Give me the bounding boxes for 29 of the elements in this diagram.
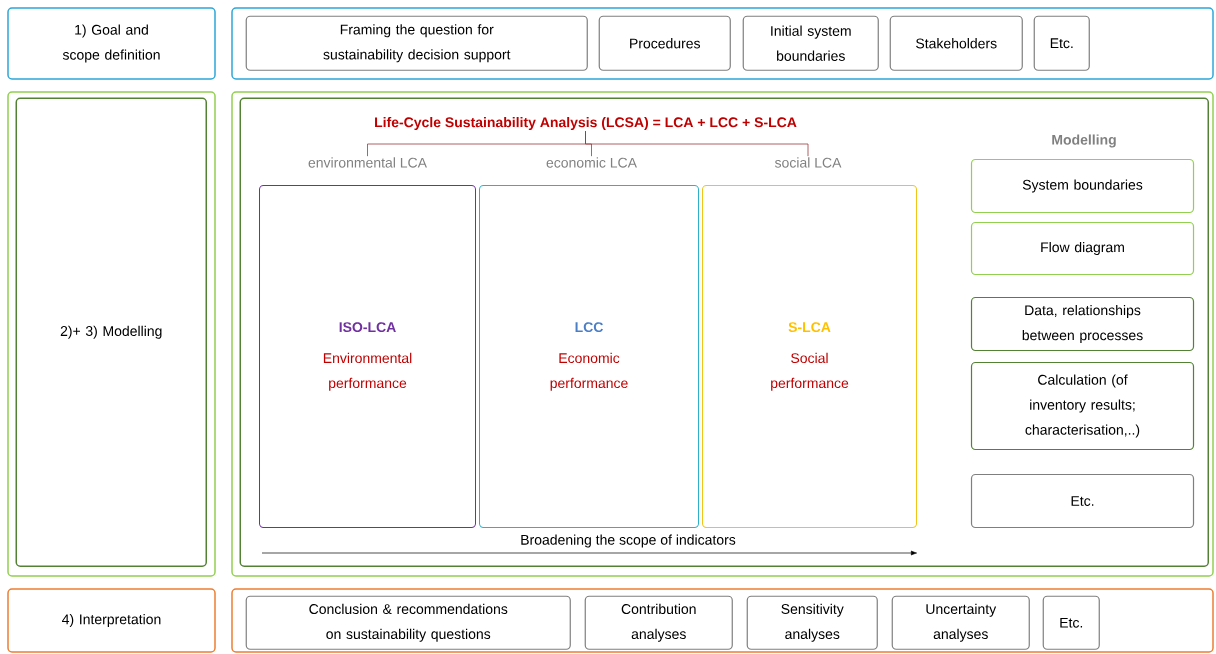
step-box: Contribution analyses — [584, 595, 733, 650]
method-box: ISO-LCA Environmental performance — [259, 185, 476, 528]
phase-box: 4) Interpretation — [7, 588, 216, 653]
step-box: Etc. — [1042, 595, 1100, 650]
phase-panel — [231, 7, 1214, 80]
column-label: economic LCA — [546, 157, 637, 168]
heading-text: Life-Cycle Sustainability Analysis (LCSA) = LCA + LCC + S-LCA — [375, 117, 797, 130]
phase-box: 1) Goal and scope definition — [7, 7, 216, 80]
phase-panel — [231, 588, 1214, 653]
column-label: environmental LCA — [308, 157, 427, 168]
step-box: Procedures — [598, 15, 731, 71]
method-box: S-LCA Social performance — [702, 185, 917, 528]
step-box: Etc. — [970, 473, 1195, 529]
step-box: System boundaries — [970, 158, 1195, 214]
step-box: Stakeholders — [889, 15, 1023, 71]
step-box: Etc. — [1033, 15, 1090, 71]
axis-label: Broadening the scope of indicators — [521, 534, 736, 548]
step-box: Conclusion & recommendations on sustainability questions — [245, 595, 571, 650]
step-box: Data, relationships between processes — [970, 296, 1195, 352]
step-box: Sensitivity analyses — [746, 595, 878, 650]
step-box: Uncertainty analyses — [891, 595, 1030, 650]
step-box: Flow diagram — [970, 221, 1195, 276]
method-box: LCC Economic performance — [479, 185, 699, 528]
bracket-line — [585, 130, 809, 157]
step-box: Calculation (of inventory results; characterisation,..) — [970, 361, 1195, 451]
column-label: social LCA — [774, 157, 842, 168]
phase-box: 2)+ 3) Modelling — [15, 97, 207, 567]
step-box: Initial system boundaries — [742, 15, 879, 71]
step-box: Framing the question for sustainability decision support — [245, 15, 588, 71]
